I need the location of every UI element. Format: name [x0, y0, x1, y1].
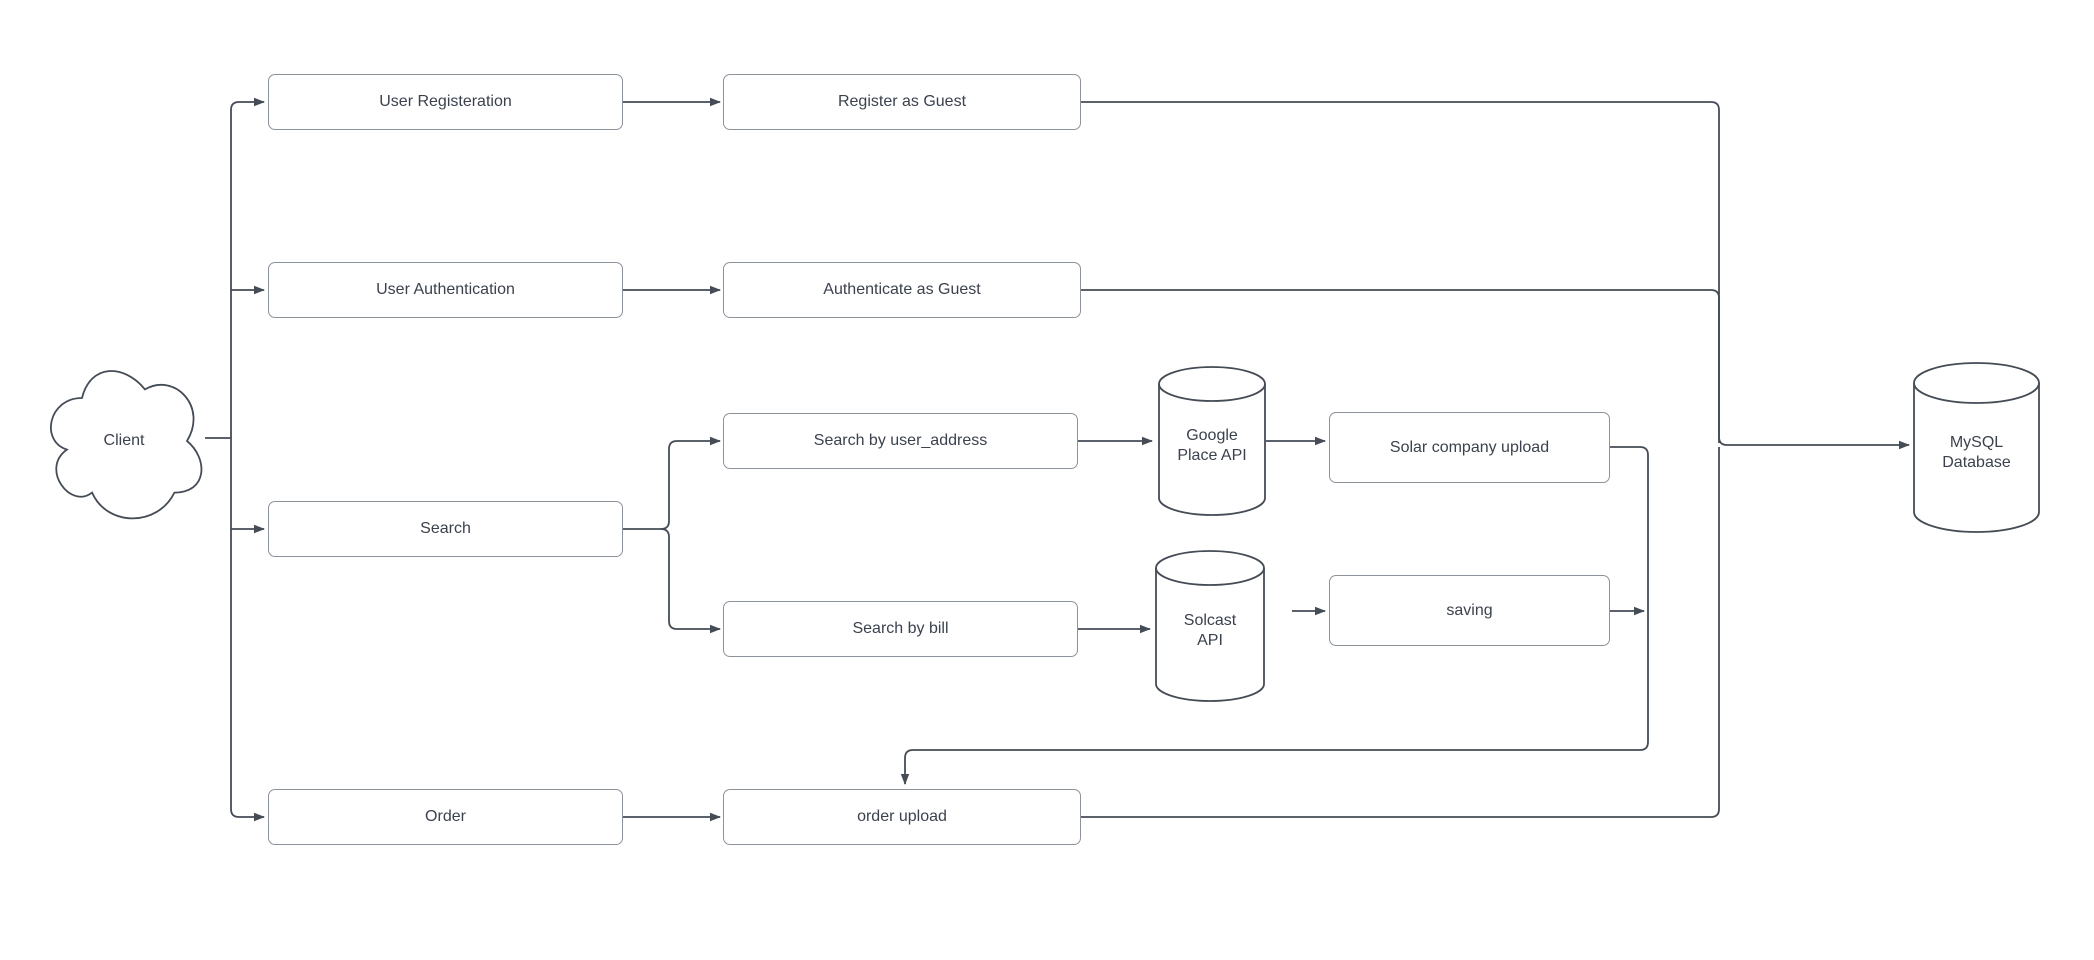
node-client-label: Client	[103, 432, 145, 449]
node-search-by-user-address[interactable]: Search by user_address	[723, 413, 1078, 469]
node-search[interactable]: Search	[268, 501, 623, 557]
cylinder-shape	[1913, 362, 2040, 533]
edge-client-user-registeration	[230, 97, 265, 438]
cylinder-shape	[1158, 366, 1266, 516]
node-register-as-guest-label: Register as Guest	[837, 93, 967, 110]
edge-order-upload-join	[1081, 447, 1720, 818]
node-register-as-guest[interactable]: Register as Guest	[723, 74, 1081, 130]
edge-register-as-guest-mysql-database	[1081, 101, 1910, 450]
node-google-place-api-label-line2: Place API	[1177, 447, 1247, 464]
node-mysql-database[interactable]: MySQL Database	[1913, 362, 2040, 533]
node-solar-company-upload-label: Solar company upload	[1389, 438, 1550, 456]
node-search-label: Search	[420, 520, 471, 537]
node-order-upload[interactable]: order upload	[723, 789, 1081, 845]
node-search-by-bill[interactable]: Search by bill	[723, 601, 1078, 657]
cylinder-shape	[1155, 550, 1265, 702]
node-google-place-api-label-line1: Google	[1186, 427, 1238, 444]
node-solcast-api[interactable]: Solcast API	[1155, 550, 1265, 702]
node-mysql-database-label-line1: MySQL	[1949, 433, 2004, 451]
edge-search-search-by-bill	[660, 528, 721, 634]
edge-solar-company-upload-order-upload	[900, 446, 1649, 785]
node-saving[interactable]: saving	[1329, 575, 1610, 646]
node-solcast-api-label-line1: Solcast	[1183, 612, 1237, 629]
node-user-registeration[interactable]: User Registeration	[268, 74, 623, 130]
node-google-place-api[interactable]: Google Place API	[1158, 366, 1266, 516]
node-mysql-database-label-line2: Database	[1942, 453, 2011, 471]
node-search-by-bill-label: Search by bill	[852, 620, 949, 637]
node-search-by-user-address-label: Search by user_address	[813, 432, 988, 449]
cloud-shape	[50, 370, 203, 520]
edge-search-search-by-user-address	[623, 436, 721, 530]
node-user-registeration-label: User Registeration	[379, 93, 512, 110]
node-solar-company-upload[interactable]: Solar company upload	[1329, 412, 1610, 483]
node-user-authentication-label: User Authentication	[376, 281, 515, 298]
edge-authenticate-as-guest-join	[1081, 289, 1720, 443]
node-solcast-api-label-line2: API	[1197, 632, 1223, 649]
node-client[interactable]: Client	[40, 355, 208, 527]
edge-client-order	[230, 438, 265, 822]
node-authenticate-as-guest[interactable]: Authenticate as Guest	[723, 262, 1081, 318]
node-order[interactable]: Order	[268, 789, 623, 845]
node-user-authentication[interactable]: User Authentication	[268, 262, 623, 318]
node-order-label: Order	[425, 808, 466, 825]
node-saving-label: saving	[1446, 601, 1493, 619]
node-authenticate-as-guest-label: Authenticate as Guest	[823, 281, 981, 298]
node-order-upload-label: order upload	[857, 808, 947, 825]
